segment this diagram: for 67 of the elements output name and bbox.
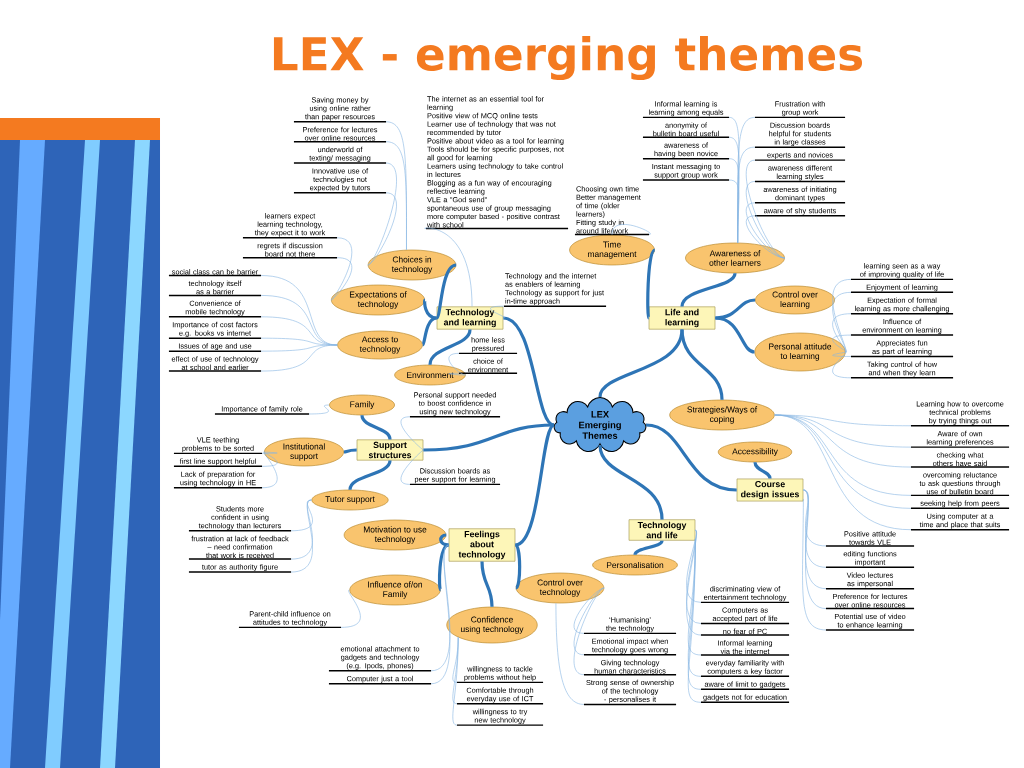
branch-line (290, 499, 313, 532)
branch-line (832, 351, 852, 357)
branch-line (753, 461, 772, 480)
branch-line (832, 334, 852, 353)
branch-line (367, 162, 397, 266)
branch-line (448, 353, 466, 376)
branch-line (598, 329, 684, 398)
branch-line (367, 192, 397, 266)
branch-line (555, 602, 585, 705)
branch-line (737, 146, 756, 243)
branch-line (330, 257, 353, 301)
branch-line (260, 344, 338, 372)
branch-line (308, 404, 330, 415)
topic-box: Course design issues (736, 478, 804, 502)
branch-line (421, 316, 438, 346)
branch-line (343, 448, 357, 454)
branch-line (803, 489, 827, 568)
topic-box: Feelings about technology (448, 528, 516, 562)
branch-line (480, 561, 494, 607)
topic-box: Support structures (356, 439, 424, 461)
branch-line (715, 316, 755, 354)
title: LEX - emerging themes (273, 35, 863, 81)
branch-line (348, 460, 392, 491)
branch-line (832, 351, 852, 379)
branch-line (611, 224, 651, 235)
branch-line (435, 263, 457, 319)
topic-box: Life and learning (648, 306, 716, 330)
branch-line (452, 637, 459, 705)
branch-line (437, 543, 450, 591)
branch-line (802, 498, 827, 631)
branch-line (261, 451, 278, 454)
branch-line (290, 499, 313, 573)
branch-line (832, 292, 852, 353)
branch-line (502, 316, 555, 427)
branch-line (803, 489, 827, 609)
branch-line (680, 272, 737, 307)
branch-line (680, 329, 724, 400)
branch-line (745, 215, 786, 259)
branch-line (490, 305, 505, 319)
branch-line (646, 248, 656, 319)
branch-line (385, 141, 407, 251)
branch-line (290, 499, 313, 560)
branch-line (645, 423, 737, 492)
branch-line (261, 451, 278, 489)
branch-line (514, 423, 555, 547)
branch-line (633, 539, 664, 556)
branch-line (439, 533, 449, 547)
branch-line (448, 373, 466, 376)
branch-line (452, 637, 459, 726)
branch-line (803, 489, 827, 547)
branch-line (360, 415, 392, 440)
branch-line (715, 298, 756, 320)
branch-line (423, 423, 555, 452)
topic-box: Technology and learning (436, 306, 504, 330)
branch-line (774, 414, 912, 530)
branch-line (424, 227, 473, 307)
branch-line (573, 587, 605, 656)
topic-box: Technology and life (628, 519, 696, 541)
branch-line (832, 313, 852, 353)
branch-line (340, 589, 361, 628)
branch-line (428, 329, 472, 365)
branch-line (598, 444, 664, 520)
branch-line (514, 543, 522, 590)
branch-line (261, 451, 278, 467)
branch-line (423, 299, 437, 320)
branch-line (400, 449, 424, 485)
branch-line (573, 587, 605, 675)
